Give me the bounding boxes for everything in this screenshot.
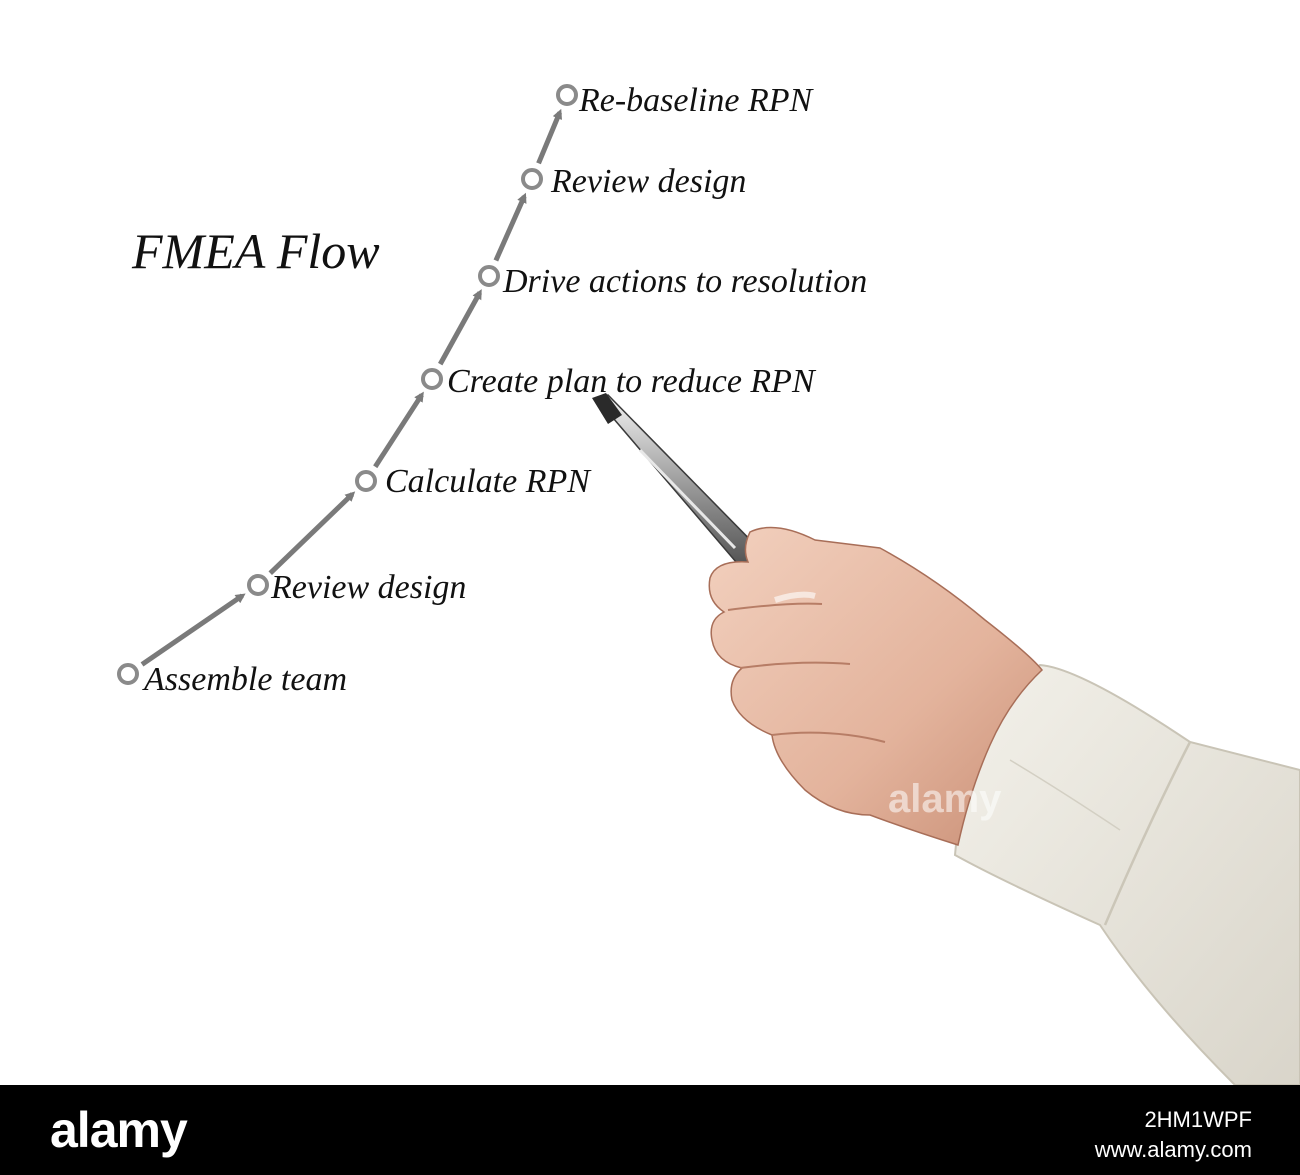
hand-holding-pen: alamy (592, 393, 1300, 1086)
flow-node (556, 84, 578, 106)
flow-arrow (140, 593, 246, 667)
step-label-assemble-team: Assemble team (142, 661, 347, 698)
watermark: alamy (888, 777, 1002, 821)
flow-arrow (438, 289, 482, 366)
image-credit: 2HM1WPF www.alamy.com (1095, 1105, 1252, 1165)
flow-node (117, 663, 139, 685)
site-url: www.alamy.com (1094, 1137, 1252, 1162)
step-label-create-plan: Create plan to reduce RPN (447, 363, 817, 400)
flow-arrow (493, 192, 527, 262)
step-label-drive-actions: Drive actions to resolution (502, 263, 867, 300)
flow-labels: Assemble team Review design Calculate RP… (142, 82, 867, 698)
hand (708, 526, 1044, 846)
footer-bar: alamy 2HM1WPF www.alamy.com (0, 1085, 1300, 1175)
step-label-re-baseline-rpn: Re-baseline RPN (578, 82, 815, 119)
flow-arrow (373, 391, 424, 469)
step-label-calculate-rpn: Calculate RPN (385, 463, 592, 500)
step-label-review-design: Review design (270, 569, 466, 606)
flow-node (247, 574, 269, 596)
flow-node (521, 168, 543, 190)
diagram-title: FMEA Flow (131, 223, 380, 279)
flow-arrows (140, 108, 563, 667)
flow-nodes (117, 84, 578, 685)
flow-node (355, 470, 377, 492)
image-id: 2HM1WPF (1144, 1107, 1252, 1132)
alamy-logo: alamy (50, 1102, 188, 1158)
pen-icon (592, 393, 772, 578)
step-label-review-design-2: Review design (550, 163, 746, 200)
flow-arrow (536, 108, 563, 165)
flow-node (421, 368, 443, 390)
flow-arrow (268, 491, 356, 576)
flow-node (478, 265, 500, 287)
